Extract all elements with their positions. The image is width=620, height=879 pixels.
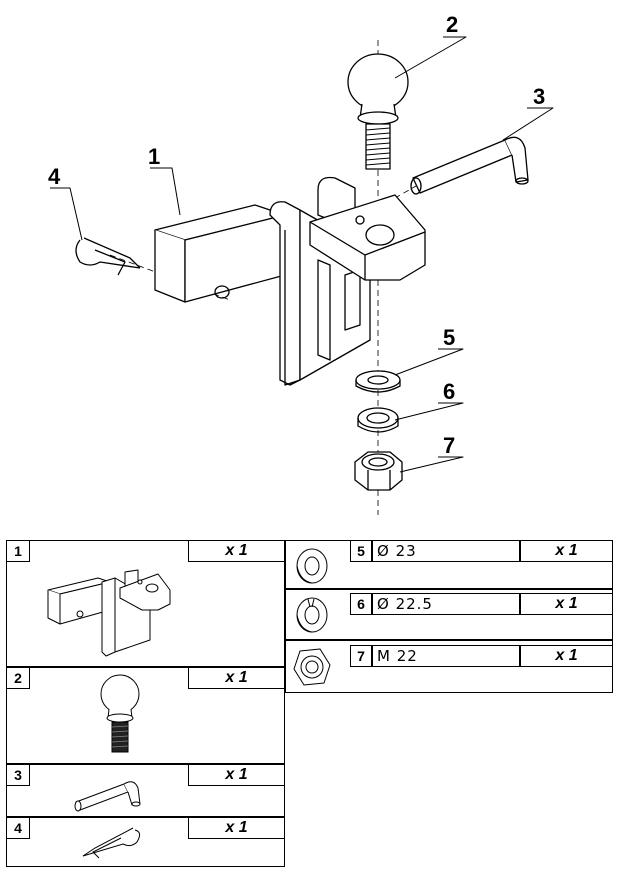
callout-6: 6 xyxy=(443,379,456,404)
callout-3: 3 xyxy=(533,84,546,109)
part-number-1: 1 xyxy=(6,540,30,562)
part-spec-6: Ø 22.5 xyxy=(372,593,520,615)
callout-1: 1 xyxy=(148,144,161,169)
callout-5: 5 xyxy=(443,325,456,350)
tow-ball-icon xyxy=(100,674,140,753)
hairpin-clip-drawing xyxy=(75,237,141,276)
part-qty-6: x 1 xyxy=(520,593,613,615)
hitch-pin-icon xyxy=(74,781,141,812)
part-number-5: 5 xyxy=(350,540,372,562)
part-number-2: 2 xyxy=(6,667,30,689)
part-cell-3 xyxy=(6,764,285,817)
hitch-shank-icon xyxy=(47,569,171,657)
part-spec-7: M 22 xyxy=(372,645,520,667)
part-qty-3: x 1 xyxy=(188,764,285,786)
hex-nut-icon xyxy=(293,648,331,686)
callout-7: 7 xyxy=(443,433,456,458)
part-qty-7: x 1 xyxy=(520,645,613,667)
hitch-pin-drawing xyxy=(410,136,529,195)
callout-4: 4 xyxy=(48,164,61,189)
part-qty-1: x 1 xyxy=(188,540,285,562)
tow-ball-drawing xyxy=(347,53,409,170)
part-number-6: 6 xyxy=(350,593,372,615)
flat-washer-icon xyxy=(296,548,328,584)
part-qty-5: x 1 xyxy=(520,540,613,562)
part-number-4: 4 xyxy=(6,817,30,839)
hitch-shank-drawing xyxy=(154,176,426,386)
part-qty-2: x 1 xyxy=(188,667,285,689)
part-number-3: 3 xyxy=(6,764,30,786)
lock-washer-icon xyxy=(296,597,328,633)
part-spec-5: Ø 23 xyxy=(372,540,520,562)
part-number-7: 7 xyxy=(350,645,372,667)
hairpin-clip-icon xyxy=(82,827,141,859)
callout-2: 2 xyxy=(446,12,459,37)
part-qty-4: x 1 xyxy=(188,817,285,839)
exploded-assembly-diagram xyxy=(50,36,554,515)
